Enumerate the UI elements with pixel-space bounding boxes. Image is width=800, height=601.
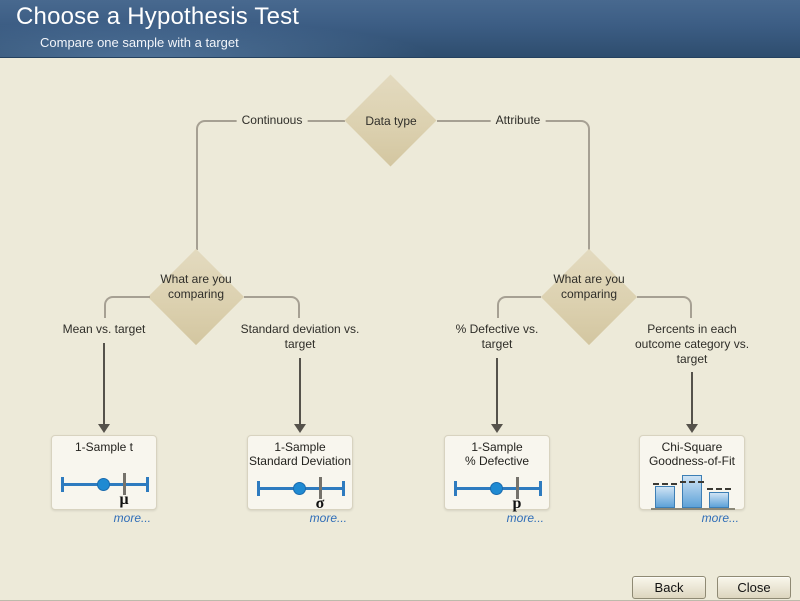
connector-root-left [196, 120, 345, 250]
connector-arrow-icon-2 [294, 424, 306, 433]
page-title: Choose a Hypothesis Test [16, 3, 300, 30]
header: Choose a Hypothesis Test Compare one sam… [0, 0, 800, 58]
connector-arrow-stem-4 [691, 372, 693, 424]
connector-arrow-icon-1 [98, 424, 110, 433]
interval-plot-icon: p [454, 477, 542, 514]
branch-label-percents: Percents in each outcome category vs. ta… [624, 322, 760, 367]
connector-stdev [244, 296, 300, 318]
interval-plot-icon: μ [61, 473, 149, 510]
branch-label-defective: % Defective vs. target [442, 322, 552, 352]
bar-chart-icon [651, 468, 735, 510]
card-title: 1-Sample% Defective [464, 440, 530, 468]
decision-label-data-type: Data type [365, 114, 417, 128]
decision-label-comparing-left: What are you comparing [160, 272, 232, 301]
test-card-1-sample-t[interactable]: 1-Sample t μ [51, 435, 157, 510]
test-card-1-sample-percent-defective[interactable]: 1-Sample% Defective p [444, 435, 550, 512]
connector-percents [637, 296, 692, 318]
branch-label-stdev: Standard deviation vs. target [230, 322, 370, 352]
interval-plot-icon: σ [257, 477, 345, 514]
connector-arrow-stem-2 [299, 358, 301, 424]
page-subtitle: Compare one sample with a target [40, 35, 239, 50]
more-link-chi-square-goodness-of-fit[interactable]: more... [701, 511, 739, 525]
more-link-1-sample-percent-defective[interactable]: more... [506, 511, 544, 525]
more-link-1-sample-standard-deviation[interactable]: more... [309, 511, 347, 525]
more-link-1-sample-t[interactable]: more... [113, 511, 151, 525]
close-button[interactable]: Close [717, 576, 791, 599]
decision-label-comparing-right: What are you comparing [553, 272, 625, 301]
branch-label-continuous: Continuous [236, 113, 308, 128]
connector-arrow-stem-1 [103, 343, 105, 424]
connector-arrow-icon-3 [491, 424, 503, 433]
branch-label-attribute: Attribute [490, 113, 546, 128]
connector-mean [104, 296, 150, 318]
connector-arrow-stem-3 [496, 358, 498, 424]
sigma-symbol: σ [315, 495, 325, 512]
mu-symbol: μ [119, 491, 129, 508]
card-title: 1-Sample t [74, 440, 134, 454]
connector-arrow-icon-4 [686, 424, 698, 433]
back-button[interactable]: Back [632, 576, 706, 599]
connector-root-right [437, 120, 590, 250]
branch-label-mean: Mean vs. target [44, 322, 164, 337]
p-symbol: p [512, 495, 522, 512]
connector-defective [497, 296, 541, 318]
